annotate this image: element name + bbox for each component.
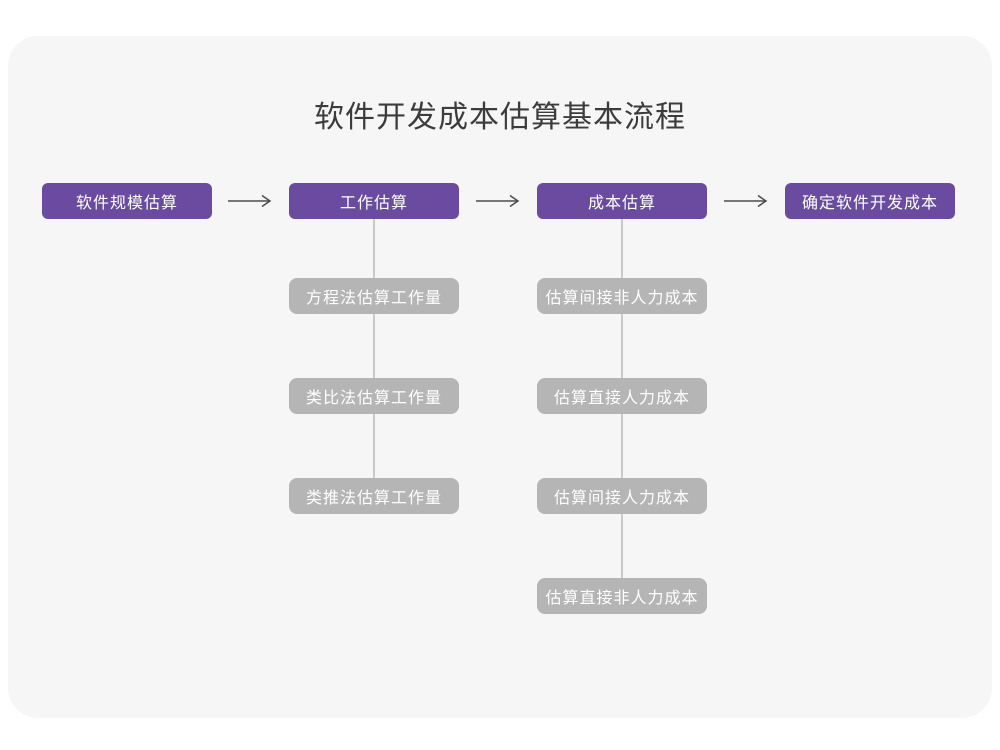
page-title: 软件开发成本估算基本流程	[314, 101, 686, 134]
arrow-right-icon	[476, 194, 520, 208]
flow-step-work-estimation: 工作估算	[289, 183, 459, 219]
connector-line-work-column	[373, 218, 375, 496]
work-method-analogy: 类比法估算工作量	[289, 378, 459, 414]
flow-step-determine-dev-cost: 确定软件开发成本	[785, 183, 955, 219]
work-method-extrapolation: 类推法估算工作量	[289, 478, 459, 514]
arrow-right-icon	[724, 194, 768, 208]
cost-step-direct-nonlabor: 估算直接非人力成本	[537, 578, 707, 614]
cost-step-indirect-labor: 估算间接人力成本	[537, 478, 707, 514]
cost-step-indirect-nonlabor: 估算间接非人力成本	[537, 278, 707, 314]
flow-step-software-scale-estimation: 软件规模估算	[42, 183, 212, 219]
arrow-right-icon	[228, 194, 272, 208]
flow-step-cost-estimation: 成本估算	[537, 183, 707, 219]
cost-step-direct-labor: 估算直接人力成本	[537, 378, 707, 414]
work-method-equation: 方程法估算工作量	[289, 278, 459, 314]
flowchart-canvas	[8, 36, 992, 718]
